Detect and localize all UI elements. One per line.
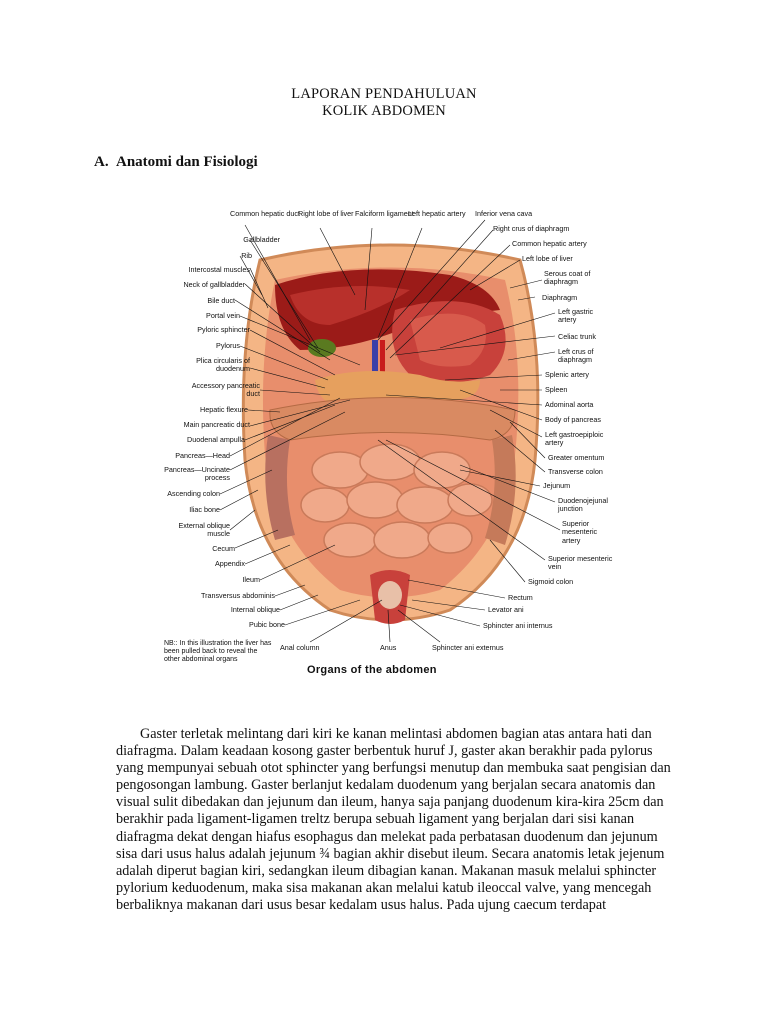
label-duodenojejunal-junction: Duodenojejunal junction: [558, 497, 628, 514]
label-bile-duct: Bile duct: [207, 297, 235, 305]
label-sphincter-ani-internus: Sphincter ani internus: [483, 622, 553, 630]
label-pancreas-head: Pancreas—Head: [175, 452, 230, 460]
label-anal-column: Anal column: [280, 644, 320, 652]
label-rib: Rib: [241, 252, 252, 260]
paragraph-text: Gaster terletak melintang dari kiri ke k…: [116, 726, 671, 913]
label-greater-omentum: Greater omentum: [548, 454, 604, 462]
label-rectum: Rectum: [508, 594, 533, 602]
label-ileum: Ileum: [242, 576, 260, 584]
label-neck-of-gallbladder: Neck of gallbladder: [183, 281, 245, 289]
label-right-lobe-liver: Right lobe of liver: [298, 210, 354, 218]
label-pylorus: Pylorus: [216, 342, 240, 350]
label-serous-coat: Serous coat of diaphragm: [544, 270, 609, 287]
label-hepatic-flexure: Hepatic flexure: [200, 406, 248, 414]
label-diaphragm: Diaphragm: [542, 294, 577, 302]
label-duodenal-ampulla: Duodenal ampulla: [187, 436, 245, 444]
label-plica-circularis: Plica circularis of duodenum: [165, 357, 250, 374]
label-falciform-ligament: Falciform ligament: [355, 210, 414, 218]
label-common-hepatic-artery: Common hepatic artery: [512, 240, 587, 248]
label-levator-ani: Levator ani: [488, 606, 524, 614]
section-heading: A.Anatomi dan Fisiologi: [94, 154, 258, 171]
document-title: LAPORAN PENDAHULUAN KOLIK ABDOMEN: [0, 86, 768, 120]
label-pyloric-sphincter: Pyloric sphincter: [197, 326, 250, 334]
label-spleen: Spleen: [545, 386, 567, 394]
label-pancreas-uncinate: Pancreas—Uncinate process: [155, 466, 230, 483]
label-main-pancreatic-duct: Main pancreatic duct: [184, 421, 250, 429]
label-splenic-artery: Splenic artery: [545, 371, 589, 379]
figure-caption: Organs of the abdomen: [307, 664, 437, 676]
label-cecum: Cecum: [212, 545, 235, 553]
abdomen-anatomy-figure: Common hepatic duct Right lobe of liver …: [150, 200, 630, 690]
label-sphincter-ani-externus: Sphincter ani externus: [432, 644, 504, 652]
section-title: Anatomi dan Fisiologi: [116, 154, 258, 170]
label-portal-vein: Portal vein: [206, 312, 240, 320]
label-ascending-colon: Ascending colon: [167, 490, 220, 498]
label-right-crus: Right crus of diaphragm: [493, 225, 569, 233]
label-transversus-abdominis: Transversus abdominis: [201, 592, 275, 600]
label-left-hepatic-artery: Left hepatic artery: [408, 210, 466, 218]
label-internal-oblique: Internal oblique: [231, 606, 280, 614]
label-accessory-pancreatic-duct: Accessory pancreatic duct: [180, 382, 260, 399]
label-anus: Anus: [380, 644, 396, 652]
label-left-gastroepiploic: Left gastroepiploic artery: [545, 431, 615, 448]
body-paragraph: Gaster terletak melintang dari kiri ke k…: [116, 726, 676, 914]
label-transverse-colon: Transverse colon: [548, 468, 603, 476]
label-gallbladder: Gallbladder: [243, 236, 280, 244]
label-appendix: Appendix: [215, 560, 245, 568]
label-sigmoid-colon: Sigmoid colon: [528, 578, 573, 586]
label-inferior-vena-cava: Inferior vena cava: [475, 210, 532, 218]
label-iliac-bone: Iliac bone: [189, 506, 220, 514]
title-line-1: LAPORAN PENDAHULUAN: [0, 86, 768, 103]
label-left-crus: Left crus of diaphragm: [558, 348, 613, 365]
title-line-2: KOLIK ABDOMEN: [0, 103, 768, 120]
section-number: A.: [94, 154, 116, 171]
label-external-oblique: External oblique muscle: [155, 522, 230, 539]
label-superior-mesenteric-artery: Superior mesenteric artery: [562, 520, 617, 545]
label-pubic-bone: Pubic bone: [249, 621, 285, 629]
label-superior-mesenteric-vein: Superior mesenteric vein: [548, 555, 618, 572]
figure-note: NB:: In this illustration the liver has …: [164, 640, 274, 664]
label-celiac-trunk: Celiac trunk: [558, 333, 596, 341]
label-abdominal-aorta: Adominal aorta: [545, 401, 593, 409]
label-intercostal-muscles: Intercostal muscles: [188, 266, 250, 274]
label-jejunum: Jejunum: [543, 482, 570, 490]
label-common-hepatic-duct: Common hepatic duct: [230, 210, 300, 218]
label-left-gastric-artery: Left gastric artery: [558, 308, 608, 325]
label-left-lobe-liver: Left lobe of liver: [522, 255, 573, 263]
label-body-of-pancreas: Body of pancreas: [545, 416, 601, 424]
